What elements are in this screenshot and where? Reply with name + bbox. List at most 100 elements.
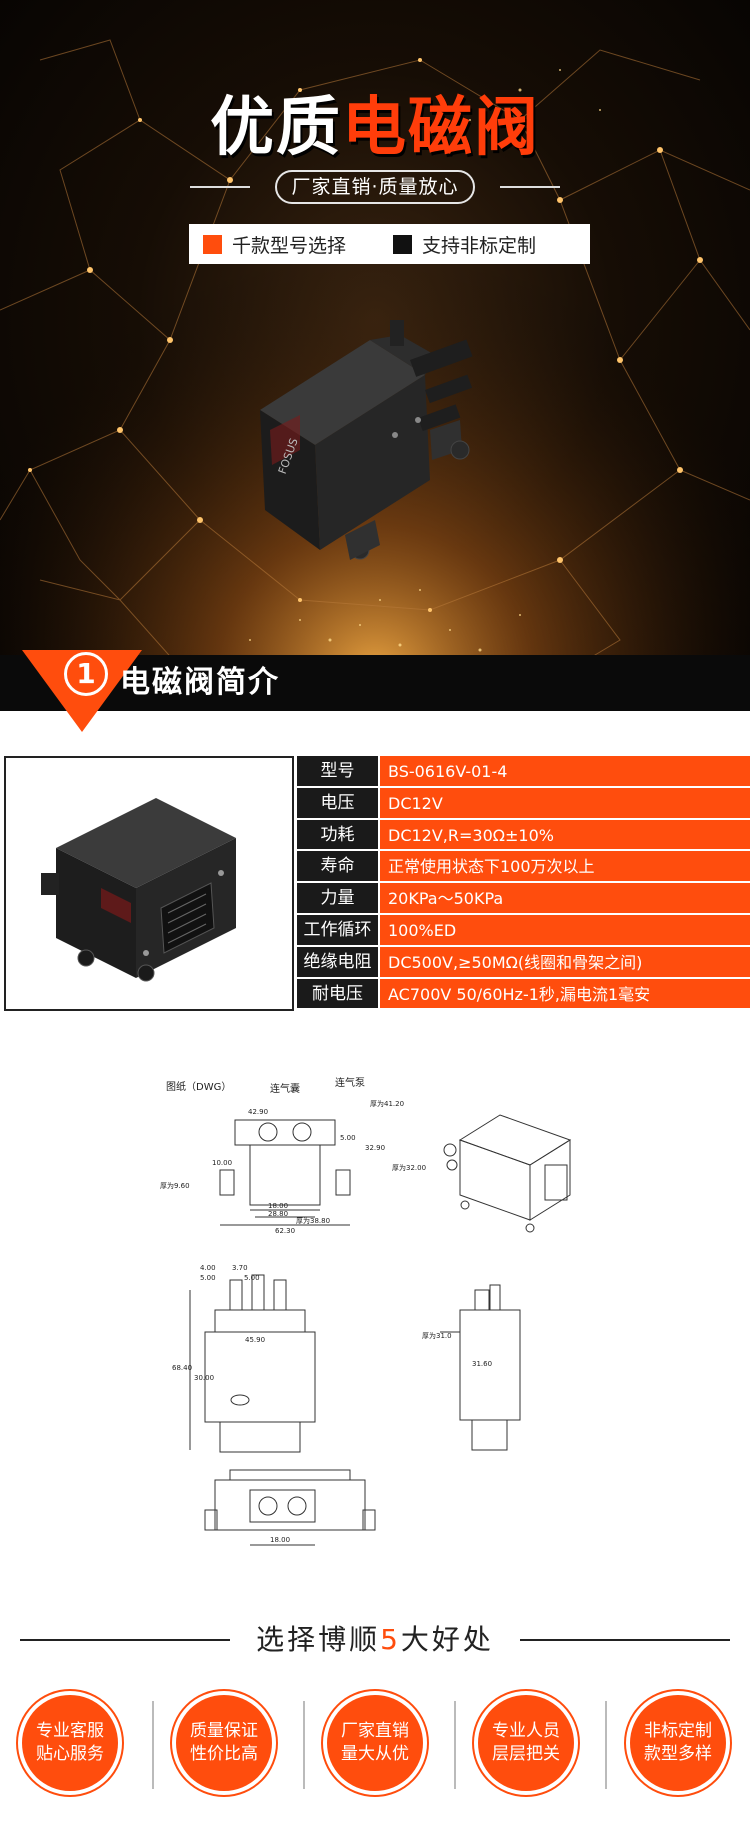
isometric-view: [443, 1114, 572, 1233]
solenoid-valve-image: FOSUS: [260, 320, 473, 560]
advantages-title: 选择博顺5大好处: [0, 1620, 750, 1660]
tag-models: 千款型号选择: [189, 231, 379, 258]
dim-label: 厚为31.0: [422, 1331, 452, 1340]
technical-drawing: 图纸（DWG） 连气囊 连气泵 42.90 厚为41.20 10.00 5.00…: [160, 1076, 572, 1546]
dim-label: 45.90: [245, 1336, 265, 1344]
slogan: 厂家直销·质量放心: [190, 170, 560, 204]
side-view: [440, 1284, 521, 1451]
spec-photo-frame: [4, 756, 294, 1011]
dim-label: 4.00: [200, 1264, 216, 1272]
spec-value: DC500V,≥50MΩ(线圈和骨架之间): [378, 946, 750, 979]
solenoid-valve-photo: [41, 798, 236, 982]
spec-value: DC12V: [378, 787, 750, 820]
tag-bar: 千款型号选择 支持非标定制: [189, 224, 590, 264]
dim-label: 62.30: [275, 1227, 295, 1235]
bottom-view: [204, 1469, 376, 1546]
dim-label: 10.00: [212, 1159, 232, 1167]
dim-label: 3.70: [232, 1264, 248, 1272]
dim-label: 5.00: [244, 1274, 260, 1282]
advantage-line2: 性价比高: [190, 1744, 258, 1764]
spec-key: 电压: [297, 787, 378, 820]
spec-key: 工作循环: [297, 914, 378, 947]
dim-label: 28.80: [268, 1210, 288, 1218]
advantage-line1: 质量保证: [190, 1721, 258, 1741]
advantage-item: 厂家直销 量大从优: [327, 1695, 423, 1791]
dim-label: 厚为32.00: [392, 1163, 426, 1172]
advantages-title-pre: 选择博顺: [256, 1623, 381, 1656]
top-view: [219, 1119, 351, 1226]
spec-row: 寿命正常使用状态下100万次以上: [297, 851, 750, 884]
advantages-title-number: 5: [380, 1623, 401, 1656]
advantage-item: 质量保证 性价比高: [176, 1695, 272, 1791]
advantage-line2: 量大从优: [341, 1744, 409, 1764]
front-view: [189, 1274, 316, 1453]
spec-key: 型号: [297, 756, 378, 788]
dim-label: 42.90: [248, 1108, 268, 1116]
advantages-list: 专业客服 贴心服务 质量保证 性价比高 厂家直销 量大从优 专业人员 层层把关 …: [0, 1695, 750, 1805]
spec-key: 力量: [297, 883, 378, 915]
dim-label: 30.00: [194, 1374, 214, 1382]
advantage-item: 专业客服 贴心服务: [22, 1695, 118, 1791]
dim-label: 5.00: [200, 1274, 216, 1282]
port-pump-label: 连气泵: [335, 1076, 365, 1089]
slogan-right-line: [500, 186, 560, 188]
divider: [152, 1701, 154, 1789]
advantages-title-post: 大好处: [400, 1623, 494, 1656]
advantage-line2: 层层把关: [492, 1744, 560, 1764]
advantage-line2: 贴心服务: [36, 1744, 104, 1764]
advantages-right-line: [520, 1639, 730, 1641]
black-square-icon: [393, 234, 412, 254]
spec-value: 20KPa～50KPa: [378, 883, 750, 915]
port-airbag-label: 连气囊: [270, 1082, 300, 1095]
drawing-label: 图纸（DWG）: [166, 1080, 231, 1093]
spec-value: 正常使用状态下100万次以上: [378, 851, 750, 884]
spec-key: 功耗: [297, 819, 378, 852]
section-title: 电磁阀简介: [120, 665, 280, 700]
dim-label: 68.40: [172, 1364, 192, 1372]
hero-banner: 优质电磁阀 厂家直销·质量放心 千款型号选择 支持非标定制 FOSUS: [0, 0, 750, 710]
divider: [454, 1701, 456, 1789]
spec-value: 100%ED: [378, 914, 750, 947]
divider: [605, 1701, 607, 1789]
advantages-left-line: [20, 1639, 230, 1641]
dim-label: 厚为41.20: [370, 1099, 404, 1108]
advantage-item: 非标定制 款型多样: [630, 1695, 726, 1791]
hero-title-orange: 电磁阀: [342, 91, 540, 165]
dim-label: 18.00: [270, 1536, 290, 1544]
advantage-line2: 款型多样: [644, 1744, 712, 1764]
dim-label: 18.00: [268, 1202, 288, 1210]
dim-label: 32.90: [365, 1144, 385, 1152]
dim-label: 5.00: [340, 1134, 356, 1142]
hero-title: 优质电磁阀: [0, 88, 750, 168]
spec-value: BS-0616V-01-4: [378, 756, 750, 788]
advantage-line1: 专业客服: [36, 1721, 104, 1741]
slogan-left-line: [190, 186, 250, 188]
tag-models-label: 千款型号选择: [232, 234, 347, 257]
spec-value: AC700V 50/60Hz-1秒,漏电流1毫安: [378, 978, 750, 1011]
hero-title-white: 优质: [210, 91, 342, 165]
section-number: 1: [64, 652, 108, 696]
spec-key: 耐电压: [297, 978, 378, 1011]
spec-key: 寿命: [297, 851, 378, 884]
advantage-line1: 非标定制: [644, 1721, 712, 1741]
spec-key: 绝缘电阻: [297, 946, 378, 979]
advantage-line1: 厂家直销: [341, 1721, 409, 1741]
tag-custom-label: 支持非标定制: [422, 234, 537, 257]
dim-label: 31.60: [472, 1360, 492, 1368]
orange-square-icon: [203, 234, 222, 254]
advantage-item: 专业人员 层层把关: [478, 1695, 574, 1791]
spec-value: DC12V,R=30Ω±10%: [378, 819, 750, 852]
slogan-text: 厂家直销·质量放心: [275, 170, 475, 204]
tag-custom: 支持非标定制: [379, 231, 536, 258]
dim-label: 厚为9.60: [160, 1181, 190, 1190]
advantage-line1: 专业人员: [492, 1721, 560, 1741]
advantages-header: 选择博顺5大好处: [0, 1620, 750, 1660]
